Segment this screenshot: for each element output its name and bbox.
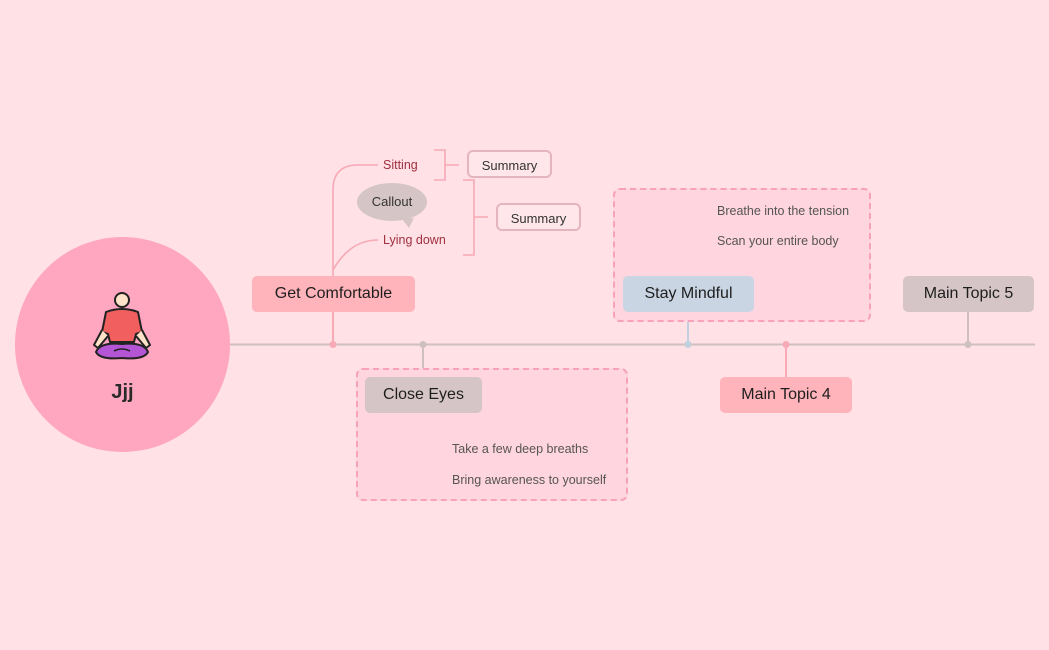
topic-main-topic-5[interactable]: Main Topic 5 (903, 276, 1034, 312)
meditation-person-icon (93, 292, 151, 360)
subtopic-scan-body[interactable]: Scan your entire body (717, 234, 839, 248)
close-eyes-node-dot (419, 341, 427, 348)
topic-main-topic-4[interactable]: Main Topic 4 (720, 377, 852, 413)
summary-get-comfortable[interactable]: Summary (496, 203, 581, 231)
main-topic-5-node-dot (964, 341, 972, 348)
get-comfortable-node-dot (329, 341, 337, 348)
main-topic-4-node-dot (782, 341, 790, 348)
subtopic-breathe-tension[interactable]: Breathe into the tension (717, 204, 850, 218)
summary-bracket-2 (463, 179, 488, 256)
subtopic-deep-breaths[interactable]: Take a few deep breaths (452, 442, 589, 456)
callout-bubble (357, 183, 427, 221)
summary-bracket-1 (434, 149, 459, 181)
subtopic-bring-awareness[interactable]: Bring awareness to yourself (452, 473, 607, 487)
callout-label[interactable]: Callout (371, 194, 413, 209)
root-title: Jjj (111, 381, 134, 403)
subtopic-lying-down[interactable]: Lying down (383, 233, 446, 247)
stay-mindful-node-dot (684, 341, 692, 348)
topic-stay-mindful[interactable]: Stay Mindful (623, 276, 754, 312)
summary-sitting[interactable]: Summary (467, 150, 552, 178)
topic-close-eyes[interactable]: Close Eyes (365, 377, 482, 413)
lying-down-branch-line (332, 239, 379, 271)
subtopic-sitting[interactable]: Sitting (383, 158, 418, 172)
callout-tail (402, 218, 414, 228)
topic-get-comfortable[interactable]: Get Comfortable (252, 276, 415, 312)
sitting-branch-line (332, 164, 378, 276)
